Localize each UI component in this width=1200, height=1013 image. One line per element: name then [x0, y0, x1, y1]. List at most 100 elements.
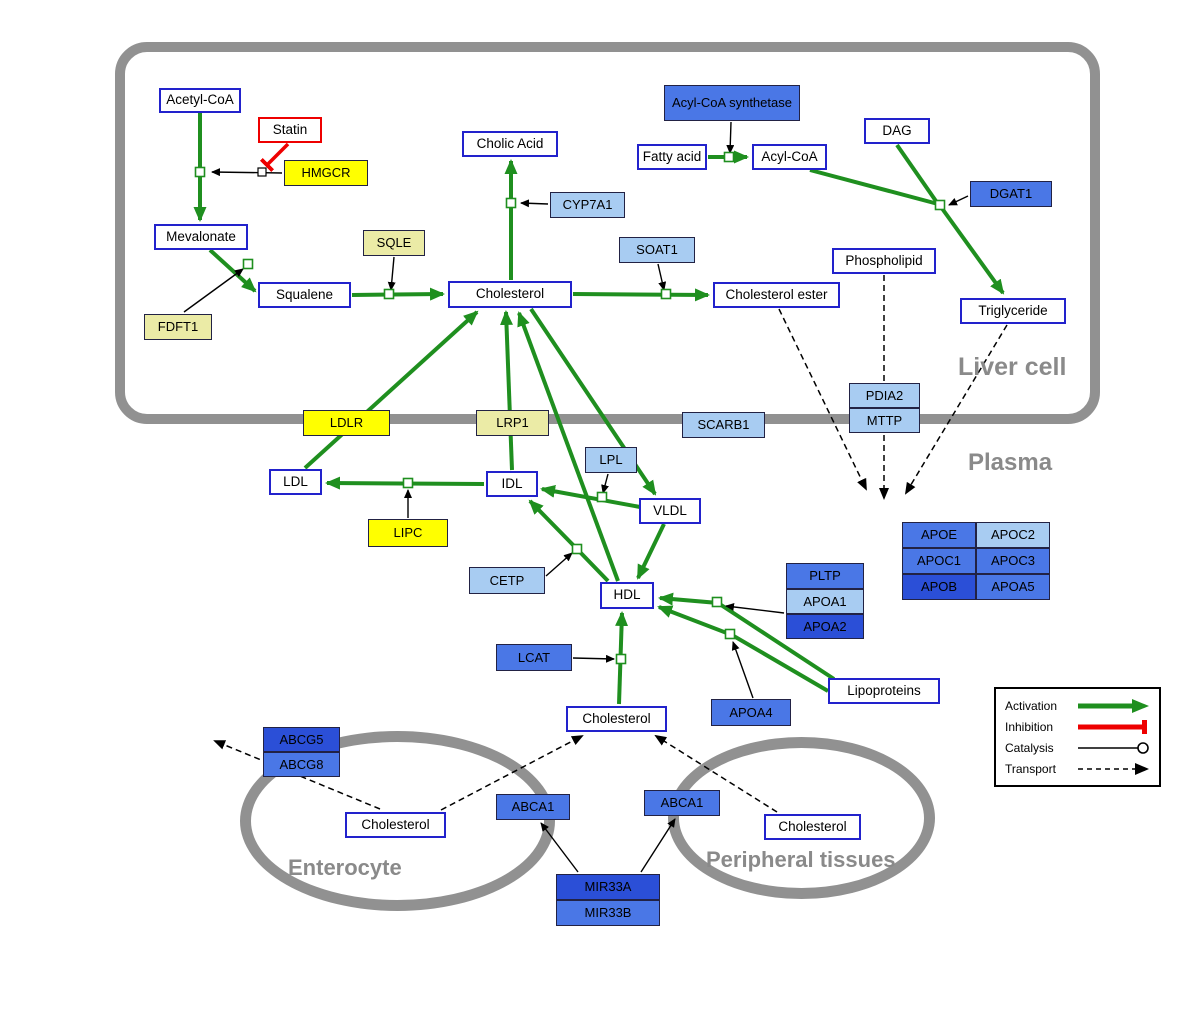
node-squalene: Squalene [258, 282, 351, 308]
node-apoe: APOE [902, 522, 976, 548]
node-apoa4: APOA4 [711, 699, 791, 726]
node-lrp1: LRP1 [476, 410, 549, 436]
node-triglyceride: Triglyceride [960, 298, 1066, 324]
reaction-node [615, 653, 627, 665]
reaction-node [724, 628, 736, 640]
node-hmgcr: HMGCR [284, 160, 368, 186]
edge-transport [440, 735, 584, 811]
legend-row-transport: Transport [1005, 759, 1150, 778]
catalysis-circle-icon [1078, 741, 1149, 754]
node-lipoproteins: Lipoproteins [828, 678, 940, 704]
reaction-node [402, 477, 414, 489]
activation-arrow-icon [1078, 698, 1149, 713]
anchor-node [257, 167, 267, 177]
edge-transport [778, 308, 867, 491]
node-abcg8: ABCG8 [263, 752, 340, 777]
reaction-node [723, 151, 735, 163]
legend-label-inhibition: Inhibition [1005, 719, 1054, 734]
enterocyte-label: Enterocyte [288, 855, 402, 880]
legend-label-transport: Transport [1005, 761, 1056, 776]
node-fdft1: FDFT1 [144, 314, 212, 340]
edge-transport [904, 324, 1008, 495]
edge-activation [499, 310, 514, 471]
reaction-node [934, 199, 946, 211]
node-vldl: VLDL [639, 498, 701, 524]
node-abca1-enterocyte: ABCA1 [496, 794, 570, 820]
node-cholesterol-plasma: Cholesterol [566, 706, 667, 732]
node-apoa1: APOA1 [786, 589, 864, 614]
legend-label-catalysis: Catalysis [1005, 740, 1054, 755]
node-apoa2: APOA2 [786, 614, 864, 639]
node-apoc3: APOC3 [976, 548, 1050, 574]
transport-dashed-arrow-icon [1078, 762, 1149, 775]
reaction-node [571, 543, 583, 555]
node-hdl: HDL [600, 582, 654, 609]
edge-activation [303, 310, 479, 470]
liver-cell-label: Liver cell [958, 353, 1067, 381]
node-abcg5: ABCG5 [263, 727, 340, 752]
peripheral-tissues-region [668, 737, 935, 899]
node-cholic-acid: Cholic Acid [462, 131, 558, 157]
edge-catalysis [545, 552, 573, 577]
legend-row-catalysis: Catalysis [1005, 738, 1150, 757]
edge-catalysis [520, 199, 549, 208]
edge-catalysis [640, 818, 676, 873]
node-dgat1: DGAT1 [970, 181, 1052, 207]
edge-activation [636, 523, 666, 580]
node-lpl: LPL [585, 447, 637, 473]
enterocyte-region [240, 731, 555, 911]
peripheral-tissues-label: Peripheral tissues [706, 847, 896, 872]
node-cholesterol-peripheral: Cholesterol [764, 814, 861, 840]
node-lipc: LIPC [368, 519, 448, 547]
edge-catalysis [183, 268, 244, 313]
edge-activation [939, 205, 1005, 295]
edge-catalysis [948, 195, 969, 206]
edge-catalysis [657, 263, 667, 291]
node-mttp: MTTP [849, 408, 920, 433]
edge-catalysis [725, 602, 785, 614]
node-ldl: LDL [269, 469, 322, 495]
node-cholesterol-liver: Cholesterol [448, 281, 572, 308]
edge-activation [572, 288, 710, 302]
node-apoc2: APOC2 [976, 522, 1050, 548]
inhibition-tbar-icon [1078, 719, 1147, 734]
node-apoa5: APOA5 [976, 574, 1050, 600]
node-phospholipid: Phospholipid [832, 248, 936, 274]
edge-catalysis [572, 654, 615, 663]
edge-activation [540, 484, 641, 509]
reaction-node [660, 288, 672, 300]
node-mir33b: MIR33B [556, 900, 660, 926]
reaction-node [242, 258, 254, 270]
node-apob: APOB [902, 574, 976, 600]
node-pltp: PLTP [786, 563, 864, 589]
node-abca1-peripheral: ABCA1 [644, 790, 720, 816]
edge-activation [895, 143, 940, 206]
node-dag: DAG [864, 118, 930, 144]
legend: Activation Inhibition Catalysis Transpor… [994, 687, 1161, 787]
node-acetyl-coa: Acetyl-CoA [159, 88, 241, 113]
edge-catalysis [211, 168, 283, 177]
node-scarb1: SCARB1 [682, 412, 765, 438]
node-soat1: SOAT1 [619, 237, 695, 263]
node-acyl-coa-synthetase: Acyl-CoA synthetase [664, 85, 800, 121]
edge-catalysis [726, 121, 735, 154]
edge-activation [517, 311, 620, 582]
node-idl: IDL [486, 471, 538, 497]
liver-cell-region [115, 42, 1100, 424]
legend-label-activation: Activation [1005, 698, 1058, 713]
node-acyl-coa: Acyl-CoA [752, 144, 827, 170]
edge-inhibition [259, 142, 290, 173]
legend-row-inhibition: Inhibition [1005, 717, 1150, 736]
node-fatty-acid: Fatty acid [637, 144, 707, 170]
edge-catalysis [601, 473, 609, 494]
node-cetp: CETP [469, 567, 545, 594]
node-ldlr: LDLR [303, 410, 390, 436]
edge-catalysis [387, 256, 396, 291]
node-cholesterol-ester: Cholesterol ester [713, 282, 840, 308]
node-lcat: LCAT [496, 644, 572, 671]
node-sqle: SQLE [363, 230, 425, 256]
node-cholesterol-enterocyte: Cholesterol [345, 812, 446, 838]
edge-catalysis [731, 641, 754, 699]
reaction-node [505, 197, 517, 209]
